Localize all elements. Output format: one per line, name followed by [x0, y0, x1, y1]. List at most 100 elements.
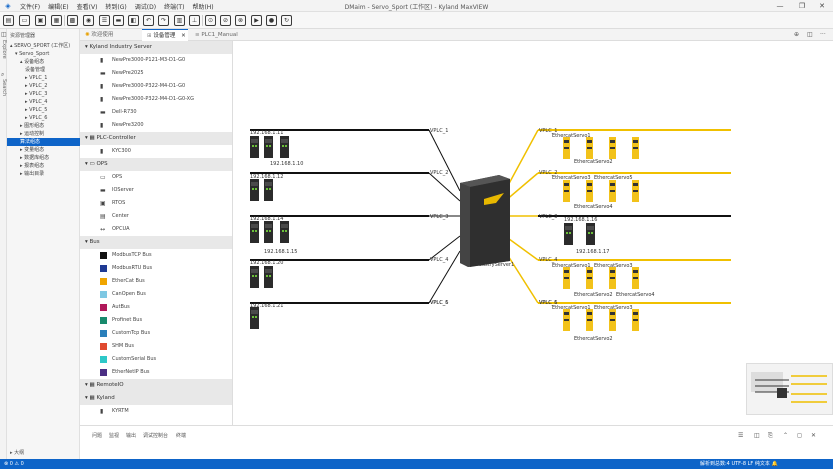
palette-category[interactable]: ▾ ▭ OPS: [80, 158, 232, 171]
plc-device[interactable]: [250, 179, 259, 201]
clear-icon[interactable]: ⎘: [768, 432, 773, 439]
palette-item[interactable]: EtherCat Bus: [80, 275, 232, 288]
ethercat-servo-device[interactable]: [632, 267, 639, 289]
toolbar-disconnect-icon[interactable]: ⊘: [220, 15, 231, 26]
maximize-button[interactable]: ❐: [798, 2, 806, 10]
palette-item[interactable]: Profinet Bus: [80, 314, 232, 327]
tree-item[interactable]: ▸ 运动控制: [20, 131, 45, 137]
palette-item[interactable]: ▮NewPre3000-P121-M3-D1-G0: [80, 54, 232, 67]
palette-item[interactable]: ▮NewPre3000-P322-M4-D1-G0: [80, 80, 232, 93]
tab-terminal[interactable]: 终端: [176, 433, 187, 439]
palette-item[interactable]: ▮NewPre3200: [80, 119, 232, 132]
plc-device[interactable]: [586, 223, 595, 245]
palette-item[interactable]: ▭OPS: [80, 171, 232, 184]
tree-item[interactable]: ▸ 图形组态: [20, 123, 45, 129]
palette-item[interactable]: ▤Center: [80, 210, 232, 223]
toolbar-record-icon[interactable]: ●: [266, 15, 277, 26]
toolbar-refresh-icon[interactable]: ↻: [281, 15, 292, 26]
ethercat-servo-device[interactable]: [563, 267, 570, 289]
ethercat-servo-device[interactable]: [609, 180, 616, 202]
plc-device[interactable]: [250, 266, 259, 288]
tree-item[interactable]: ▴ 设备组态: [20, 59, 45, 65]
tree-item[interactable]: 算法组态: [7, 138, 80, 146]
palette-item[interactable]: ▮KYC300: [80, 145, 232, 158]
menu-file[interactable]: 文件(F): [20, 3, 41, 11]
palette-category[interactable]: ▾ ▦ PLC-Controller: [80, 132, 232, 145]
palette-item[interactable]: ▬IOServer: [80, 184, 232, 197]
palette-item[interactable]: ▬Dell-R730: [80, 106, 232, 119]
palette-category[interactable]: ▾ ▦ RemoteIO: [80, 379, 232, 392]
tab-debug-console[interactable]: 调试控制台: [143, 433, 169, 439]
tree-item[interactable]: ▸ 输出目录: [20, 171, 45, 177]
toolbar-save-icon[interactable]: ▦: [51, 15, 62, 26]
ethercat-servo-device[interactable]: [609, 267, 616, 289]
plc-device[interactable]: [280, 221, 289, 243]
palette-item[interactable]: ▮NewPre3000-P322-M4-D1-G0-XG: [80, 93, 232, 106]
menu-help[interactable]: 帮助(H): [192, 3, 214, 11]
close-window-button[interactable]: ✕: [819, 2, 825, 10]
palette-item[interactable]: ↔OPCUA: [80, 223, 232, 236]
outline-section[interactable]: ▸ 大纲: [10, 450, 25, 456]
menu-goto[interactable]: 转到(G): [105, 3, 127, 11]
tree-item[interactable]: ▸ 变量组态: [20, 147, 45, 153]
explorer-icon[interactable]: ◫: [1, 31, 7, 38]
toolbar-download-icon[interactable]: ⊥: [189, 15, 200, 26]
toolbar-stop-icon[interactable]: ⊗: [235, 15, 246, 26]
tab-welcome[interactable]: ✺ 欢迎使用: [85, 32, 114, 38]
toolbar-connect-icon[interactable]: ⊙: [205, 15, 216, 26]
tree-item[interactable]: ▸ VPLC_6: [25, 115, 48, 121]
tree-item[interactable]: ▸ VPLC_5: [25, 107, 48, 113]
palette-item[interactable]: ▬NewPre2025: [80, 67, 232, 80]
plc-device[interactable]: [250, 221, 259, 243]
ethercat-servo-device[interactable]: [632, 137, 639, 159]
toolbar-chart-icon[interactable]: ◧: [128, 15, 139, 26]
ethercat-servo-device[interactable]: [586, 137, 593, 159]
toolbar-layout-icon[interactable]: ▤: [3, 15, 14, 26]
tab-output[interactable]: 输出: [126, 433, 137, 439]
tree-item[interactable]: ▴ SERVO_SPORT (工作区): [10, 43, 71, 49]
menu-terminal[interactable]: 终端(T): [164, 3, 185, 11]
ethercat-servo-device[interactable]: [586, 267, 593, 289]
tree-item[interactable]: ▸ 数据库组态: [20, 155, 50, 161]
tree-item[interactable]: ▸ VPLC_3: [25, 91, 48, 97]
palette-item[interactable]: SHM Bus: [80, 340, 232, 353]
toolbar-undo-icon[interactable]: ↶: [143, 15, 154, 26]
problems-count[interactable]: ⊗ 0 ⚠ 0: [4, 461, 24, 467]
plc-device[interactable]: [250, 136, 259, 158]
toolbar-target-icon[interactable]: ◉: [83, 15, 94, 26]
more-actions-icon[interactable]: ···: [820, 31, 826, 38]
ethercat-servo-device[interactable]: [563, 180, 570, 202]
plc-device[interactable]: [264, 221, 273, 243]
tree-item[interactable]: ▾ Servo_Sport: [15, 51, 50, 57]
palette-item[interactable]: CanOpen Bus: [80, 288, 232, 301]
search-label[interactable]: Search: [1, 79, 7, 97]
palette-item[interactable]: AutBus: [80, 301, 232, 314]
palette-item[interactable]: CustomSerial Bus: [80, 353, 232, 366]
tab-plc1-manual[interactable]: ≡ PLC1_Manual: [195, 32, 238, 38]
palette-item[interactable]: CustomTcp Bus: [80, 327, 232, 340]
split-editor-icon[interactable]: ◫: [807, 31, 813, 38]
ethercat-servo-device[interactable]: [609, 309, 616, 331]
ethercat-servo-device[interactable]: [563, 309, 570, 331]
toolbar-grid-icon[interactable]: ▩: [67, 15, 78, 26]
maximize-panel-icon[interactable]: ◻: [797, 432, 802, 439]
tree-item[interactable]: ▸ VPLC_4: [25, 99, 48, 105]
plc-device[interactable]: [280, 136, 289, 158]
plc-device[interactable]: [250, 307, 259, 329]
tree-item[interactable]: ▸ VPLC_2: [25, 83, 48, 89]
palette-category[interactable]: ▾ ▦ Kyland: [80, 392, 232, 405]
explore-label[interactable]: Explore: [1, 40, 7, 59]
menu-debug[interactable]: 调试(D): [134, 3, 157, 11]
tab-problems[interactable]: 问题: [92, 433, 103, 439]
close-panel-icon[interactable]: ✕: [811, 432, 817, 439]
ethercat-servo-device[interactable]: [609, 137, 616, 159]
toolbar-build-icon[interactable]: ▥: [174, 15, 185, 26]
copy-icon[interactable]: ◫: [754, 432, 760, 439]
plc-device[interactable]: [564, 223, 573, 245]
menu-edit[interactable]: 编辑(E): [48, 3, 69, 11]
tab-device-management[interactable]: ⊞ 设备管理 ✕: [142, 29, 188, 41]
toolbar-open-icon[interactable]: ▣: [35, 15, 46, 26]
toolbar-run-icon[interactable]: ▶: [251, 15, 262, 26]
ethercat-servo-device[interactable]: [586, 309, 593, 331]
